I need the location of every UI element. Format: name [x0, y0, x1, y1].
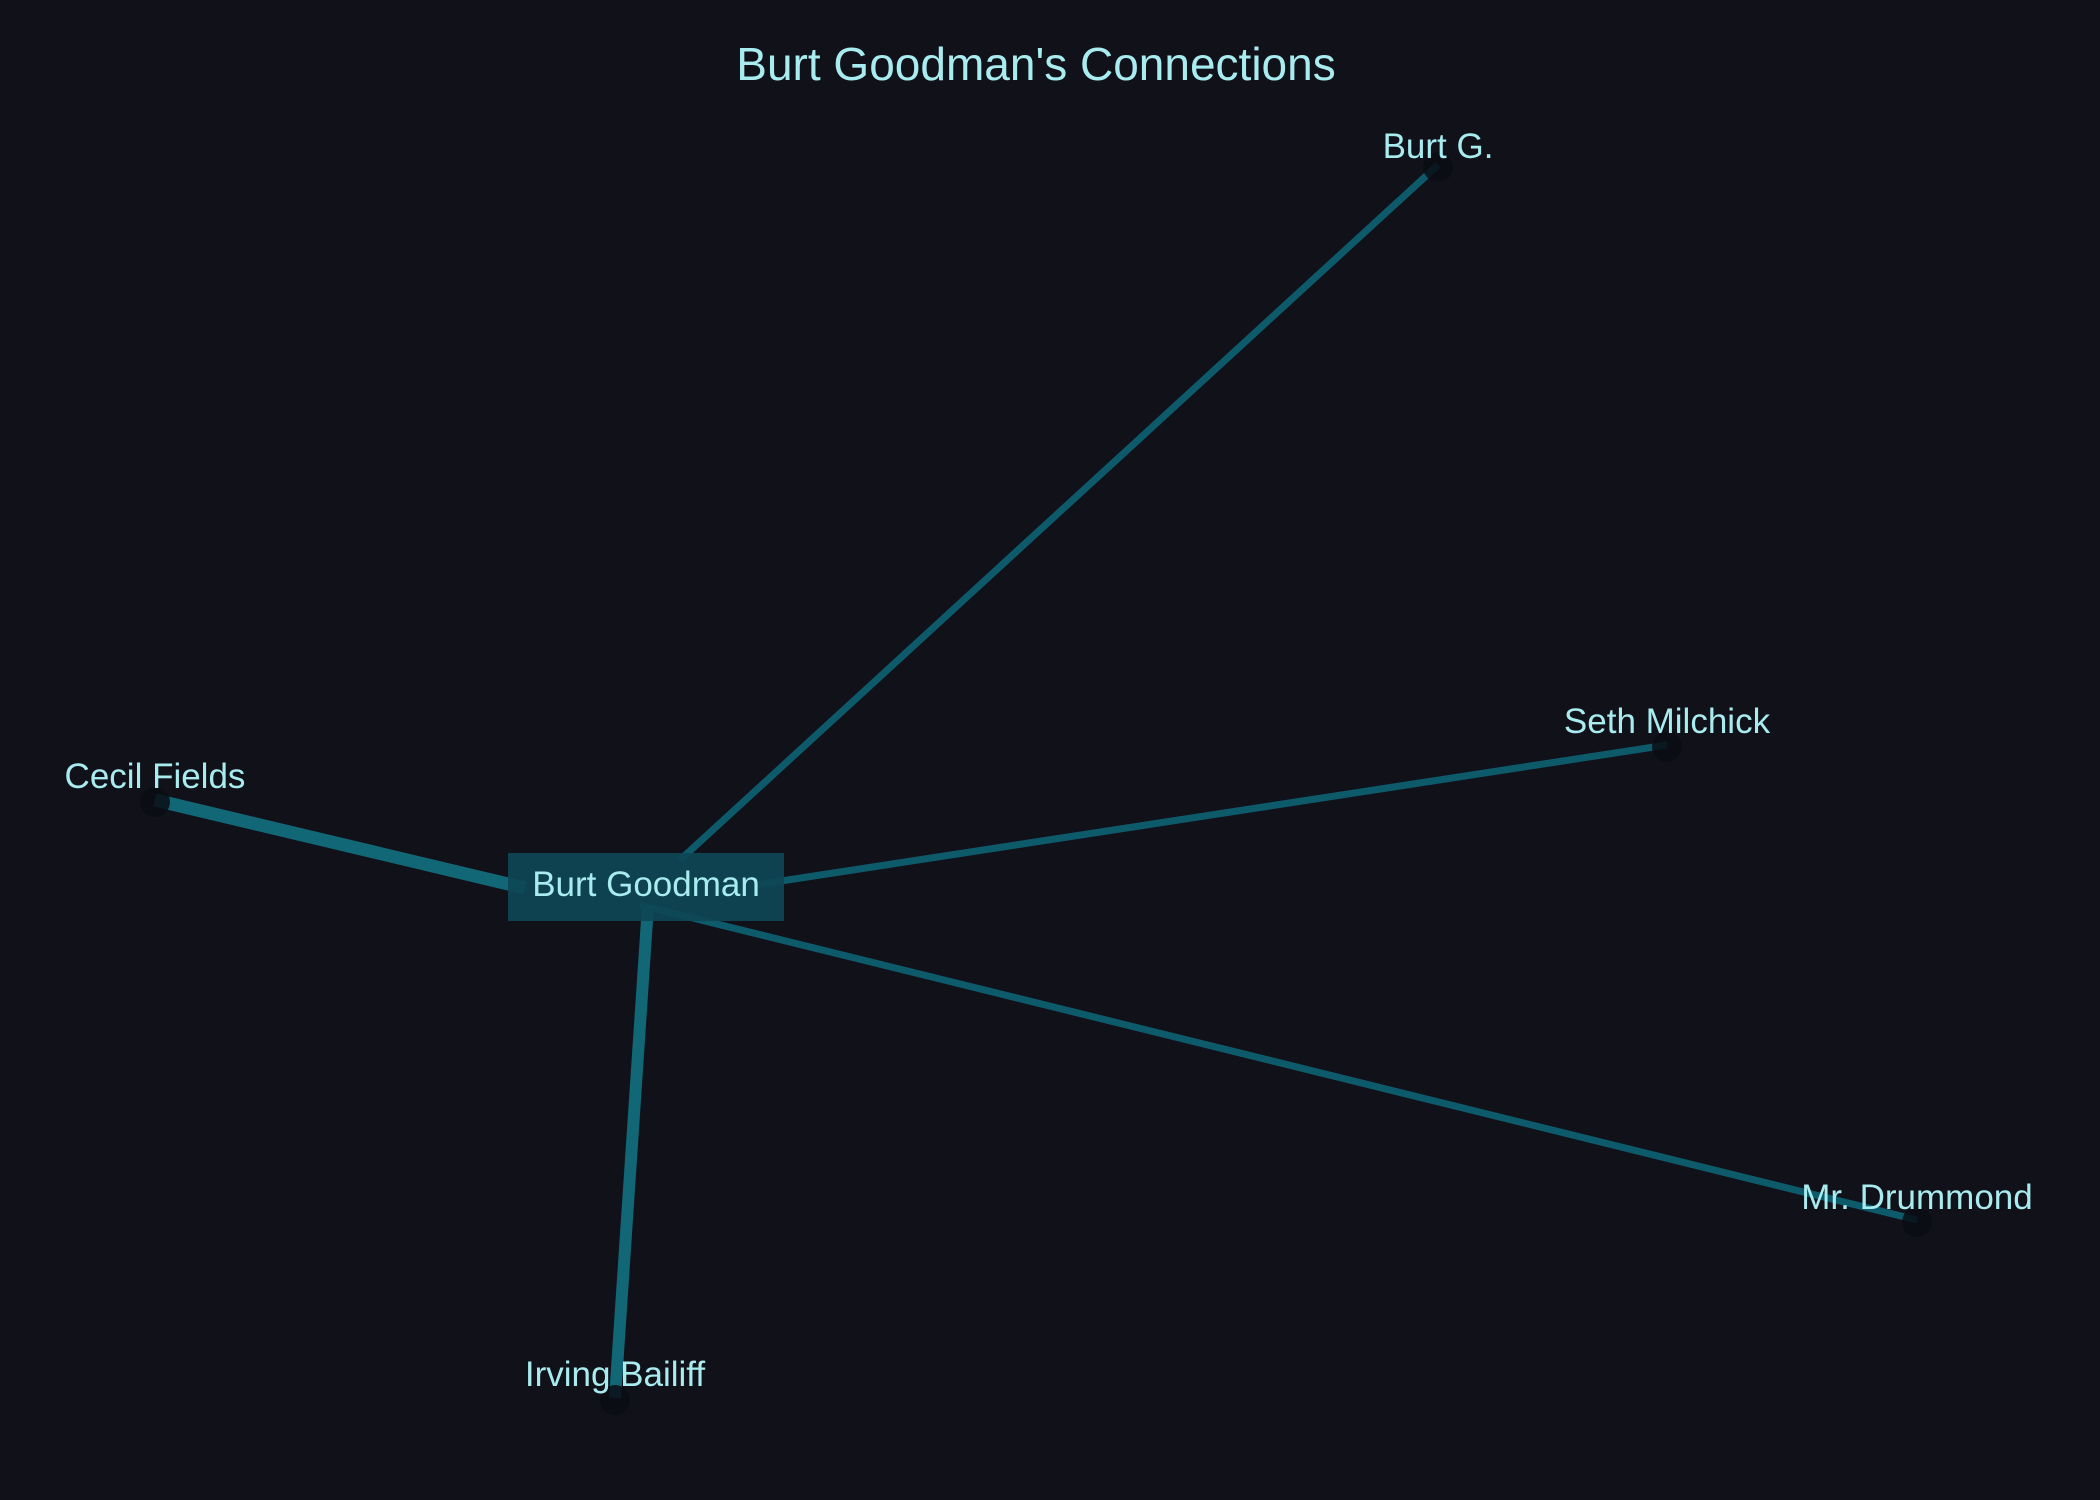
node-marker-cecil-fields[interactable]	[140, 787, 170, 817]
edge-burt-goodman-seth-milchick	[754, 741, 1668, 889]
node-label-seth-milchick[interactable]: Seth Milchick	[1564, 702, 1771, 741]
edges-layer	[153, 162, 1918, 1399]
node-label-cecil-fields[interactable]: Cecil Fields	[65, 757, 246, 796]
center-node[interactable]: Burt Goodman	[508, 853, 784, 921]
node-label-mr-drummond[interactable]: Mr. Drummond	[1801, 1178, 2032, 1217]
edge-burt-goodman-mr-drummond	[639, 901, 1918, 1224]
edge-burt-goodman-burt-g	[677, 162, 1441, 863]
edge-burt-goodman-cecil-fields	[153, 793, 527, 895]
node-label-irving-bailiff[interactable]: Irving Bailiff	[525, 1355, 706, 1394]
center-node-box[interactable]	[508, 853, 784, 921]
node-marker-irving-bailiff[interactable]	[600, 1385, 630, 1415]
edge-burt-goodman-irving-bailiff	[609, 904, 654, 1399]
node-marker-seth-milchick[interactable]	[1652, 732, 1682, 762]
node-marker-burt-g[interactable]	[1423, 152, 1453, 182]
diagram-title: Burt Goodman's Connections	[736, 38, 1335, 90]
node-label-burt-g[interactable]: Burt G.	[1383, 127, 1494, 166]
node-marker-mr-drummond[interactable]	[1902, 1207, 1932, 1237]
center-node-label[interactable]: Burt Goodman	[532, 865, 760, 904]
